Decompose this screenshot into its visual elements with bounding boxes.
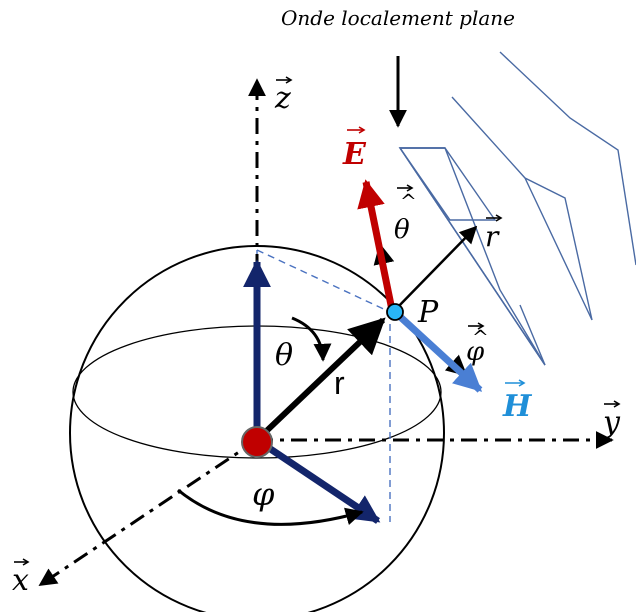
e-field-label: E (342, 137, 367, 172)
x-overarrow (14, 558, 30, 566)
xy-projection-vector (255, 437, 381, 524)
y-axis-label: y (601, 405, 621, 440)
theta-arc (291, 316, 332, 362)
h-overarrow (505, 379, 526, 387)
r-unit-overarrow (486, 214, 503, 222)
wavefront-plane-b (451, 96, 593, 321)
z-overarrow (276, 76, 293, 84)
wavefront-planes (398, 51, 636, 366)
y-overarrow (604, 400, 621, 408)
h-field-vector (393, 310, 483, 393)
wavefront-plane-c (499, 51, 636, 266)
z-axis-label: z (274, 81, 291, 116)
x-axis (38, 438, 258, 587)
x-axis-label: x (12, 563, 29, 598)
phi-unit-overarrow (468, 322, 485, 330)
theta-unit-overarrow (397, 184, 414, 192)
point-p-marker (386, 303, 404, 321)
e-field-vector (357, 179, 396, 311)
phi-angle-label: φ (252, 475, 275, 513)
r-vector-label: r (334, 365, 345, 401)
r-vector (254, 317, 386, 443)
phi-unit-hat: ^ (472, 325, 489, 349)
point-p-label: P (417, 295, 439, 330)
h-field-label: H (502, 389, 533, 424)
overarrows (14, 76, 621, 566)
r-unit-label: r (485, 220, 500, 253)
theta-angle-label: θ (275, 338, 293, 373)
origin-point (241, 426, 273, 458)
wavefront-plane-a (399, 147, 546, 366)
phi-unit-label: φ (466, 337, 485, 367)
theta-unit-hat: ^ (400, 189, 417, 213)
wave-title: Onde localement plane (281, 6, 515, 30)
phi-arc (177, 488, 364, 526)
e-overarrow (347, 126, 366, 134)
dash-z-to-p (256, 249, 391, 313)
r-unit-vector (393, 225, 478, 312)
theta-unit-label: θ (394, 215, 410, 245)
